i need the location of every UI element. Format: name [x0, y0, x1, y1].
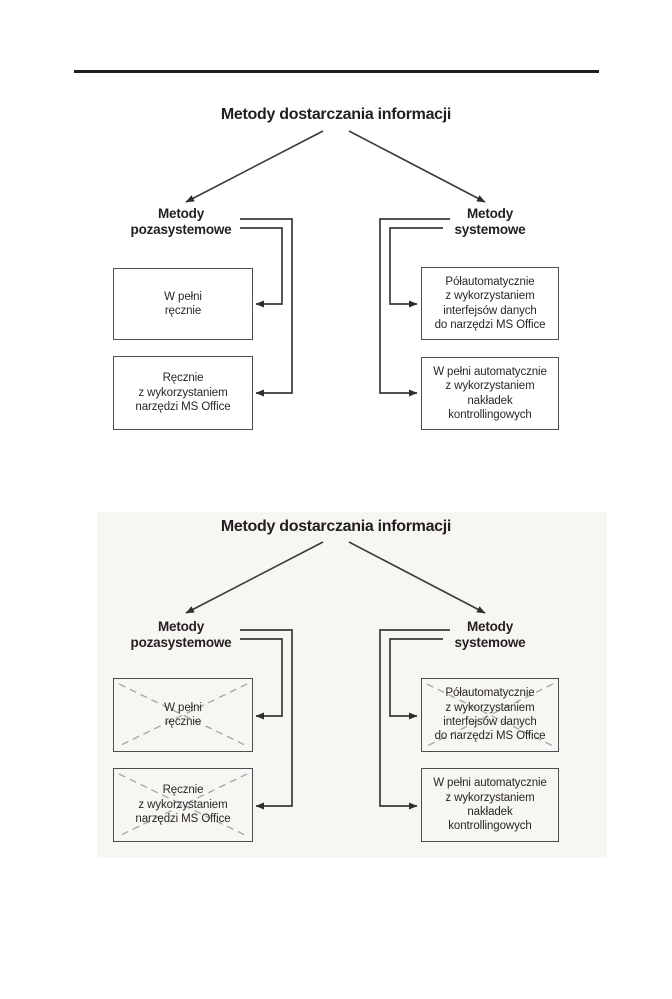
connector-right-to-box2 — [379, 218, 450, 397]
diagram2-left-branch-label: Metody pozasystemowe — [130, 619, 232, 650]
page-top-rule — [74, 70, 599, 73]
connector-left-to-box2 — [240, 629, 293, 810]
diagram2-scan-background — [97, 512, 607, 858]
arrow-to-right-branch — [348, 130, 486, 203]
connector-right-to-box2 — [379, 629, 450, 810]
diagram1-right-branch-label: Metody systemowe — [454, 206, 526, 237]
diagram1-left-branch-label: Metody pozasystemowe — [130, 206, 232, 237]
diagram1-box-manual-with-ms-office: Ręcznie z wykorzystaniem narzędzi MS Off… — [113, 356, 253, 430]
diagram1-title: Metody dostarczania informacji — [220, 106, 452, 123]
diagram2-box-semi-automatic-crossed: Półautomatycznie z wykorzystaniem interf… — [421, 678, 559, 752]
arrow-to-right-branch — [348, 541, 486, 614]
connector-left-to-box2 — [240, 218, 293, 397]
arrow-to-left-branch — [185, 130, 324, 203]
diagram1-box-fully-manual: W pełni ręcznie — [113, 268, 253, 340]
diagram2-title: Metody dostarczania informacji — [220, 518, 452, 535]
connector-right-to-box1 — [389, 227, 443, 308]
diagram1-box-semi-automatic: Półautomatycznie z wykorzystaniem interf… — [421, 267, 559, 340]
diagram2-right-branch-label: Metody systemowe — [454, 619, 526, 650]
connector-right-to-box1 — [389, 638, 443, 720]
diagram2-root-arrows — [185, 541, 486, 614]
diagram2-box-manual-with-ms-office-crossed: Ręcznie z wykorzystaniem narzędzi MS Off… — [113, 768, 253, 842]
connector-left-to-box1 — [240, 227, 283, 308]
diagram1-box-fully-automatic: W pełni automatycznie z wykorzystaniem n… — [421, 357, 559, 430]
diagram1-root-arrows — [185, 130, 486, 203]
diagram2-box-fully-manual-crossed: W pełni ręcznie — [113, 678, 253, 752]
diagram1-elbow-connectors — [240, 218, 450, 397]
connector-left-to-box1 — [240, 638, 283, 720]
diagram2-box-fully-automatic: W pełni automatycznie z wykorzystaniem n… — [421, 768, 559, 842]
arrow-to-left-branch — [185, 541, 324, 614]
diagram2-elbow-connectors — [240, 629, 450, 810]
